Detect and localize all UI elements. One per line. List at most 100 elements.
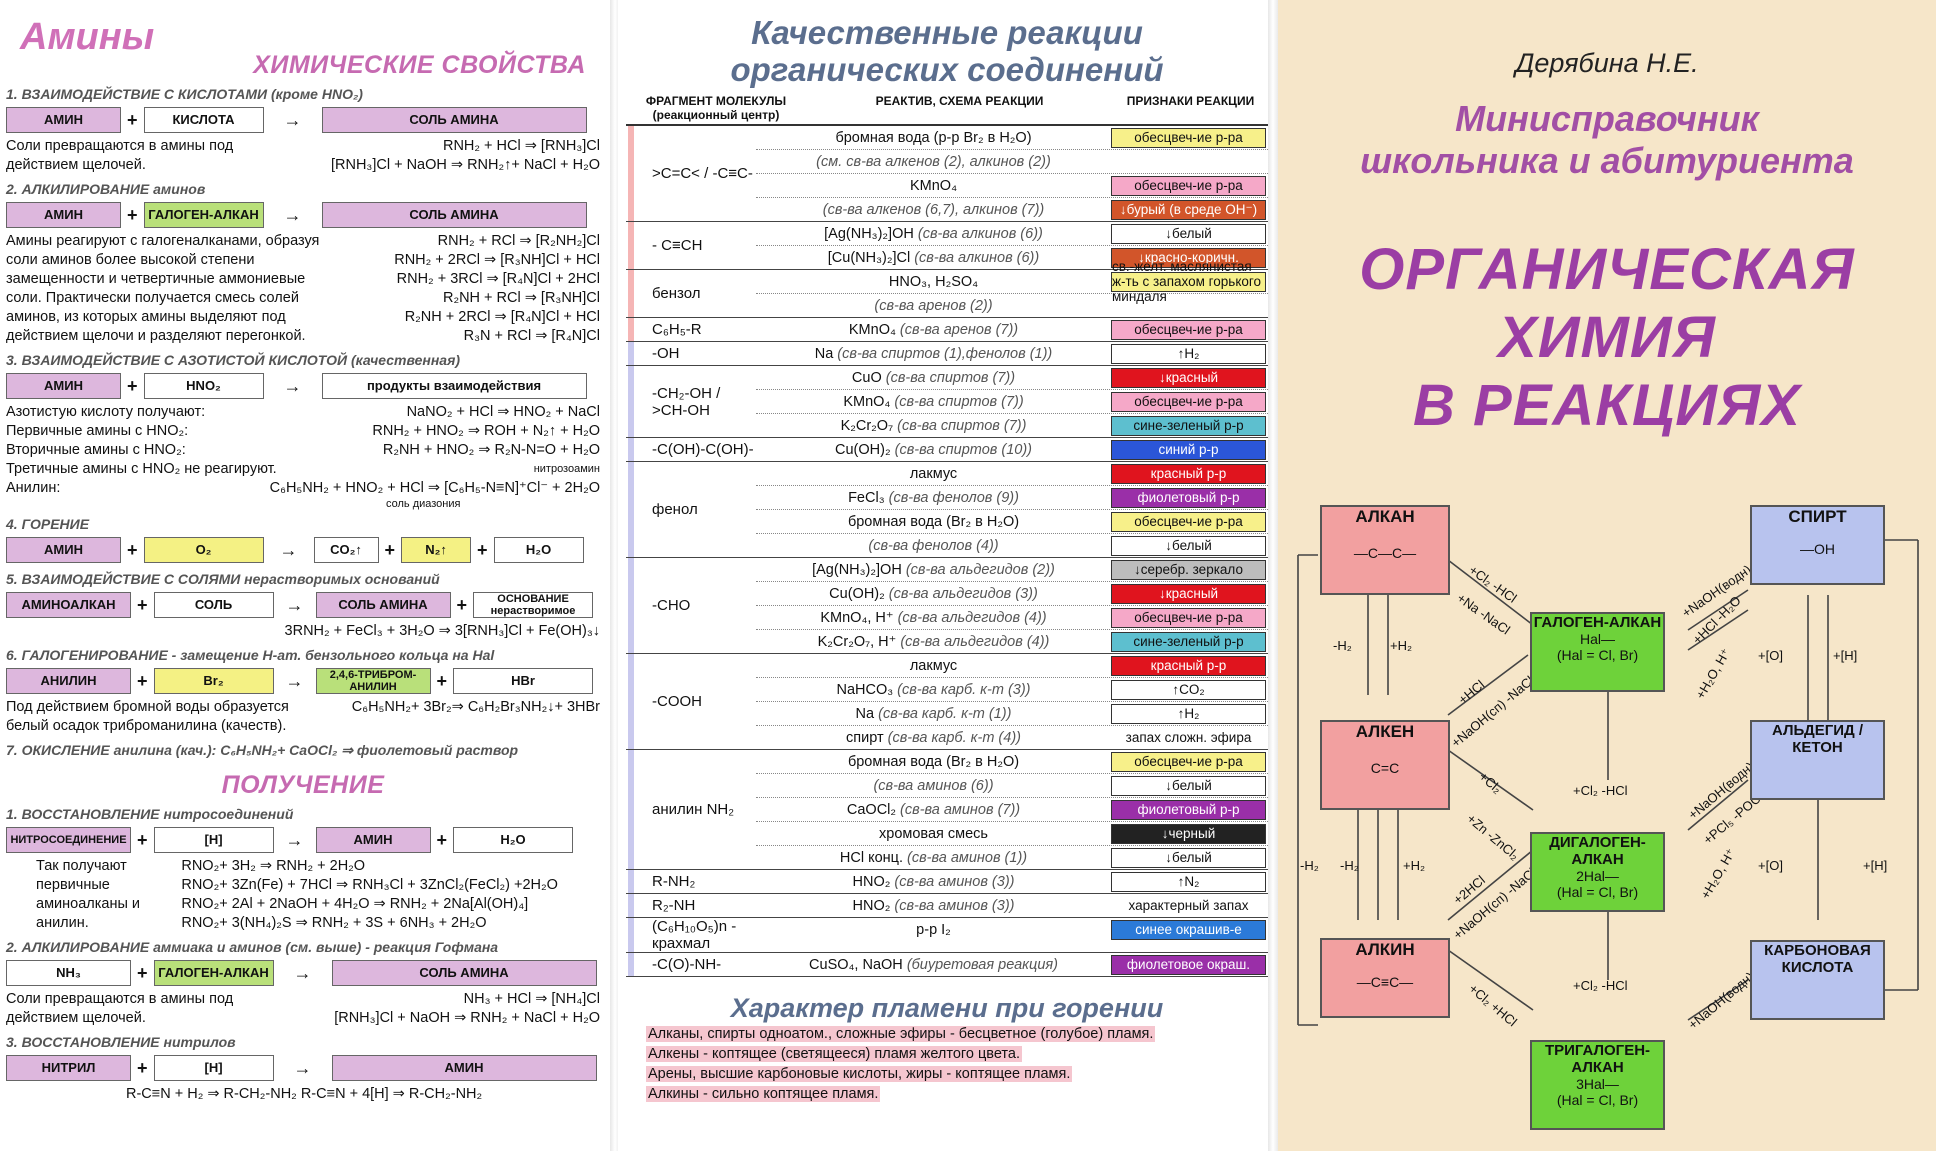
formula: RNO₂+ 3H₂ ⇒ RNH₂ + 2H₂O xyxy=(181,858,366,874)
sign-cell: ↑H₂ xyxy=(1111,703,1266,724)
sign-cell: фиолетовый р-р xyxy=(1111,799,1266,820)
page-title: Качественные реакции xyxy=(751,14,1143,51)
fragment-cell: R₂-NH xyxy=(652,897,696,914)
sign-cell xyxy=(1111,296,1266,316)
reaction-row: CuO (св-ва спиртов (7))↓красный xyxy=(756,366,1268,390)
reagent: лакмус xyxy=(909,465,958,482)
sign-cell: красный р-р xyxy=(1111,463,1266,484)
reagent: KMnO₄, H⁺ xyxy=(820,609,894,626)
reaction-row: бромная вода (р-р Br₂ в H₂O) обесцвеч-ие… xyxy=(756,126,1268,150)
group-color-bar xyxy=(628,750,634,869)
reagent-cell: бромная вода (Br₂ в H₂O) xyxy=(756,754,1111,770)
reagent-box: АМИН xyxy=(6,537,121,563)
reagent-cell: K₂Cr₂O₇ (св-ва спиртов (7)) xyxy=(756,418,1111,434)
arrow-line xyxy=(1687,609,1749,651)
description: Амины реагируют с галогеналканами, образ… xyxy=(6,233,320,344)
reaction-label: +H₂ xyxy=(1403,858,1425,873)
reaction-label: +[O] xyxy=(1758,648,1783,663)
reagent-cell: KMnO₄ (св-ва аренов (7)) xyxy=(756,322,1111,338)
reaction-row: Cu(OH)₂ (св-ва альдегидов (3))↓красный xyxy=(756,582,1268,606)
reagent-cell: спирт (св-ва карб. к-т (4)) xyxy=(756,730,1111,746)
formula: [RNH₃]Cl + NaOH ⇒ RNH₂↑+ NaCl + H₂O xyxy=(330,157,600,173)
series-title: Минисправочник школьника и абитуриента xyxy=(1278,98,1936,182)
series-title-line: школьника и абитуриента xyxy=(1360,140,1854,181)
fragment-cell: -C(O)-NH- xyxy=(652,956,722,973)
reaction-row: лакмус красный р-р xyxy=(756,462,1268,486)
reagent-cell: Cu(OH)₂ (св-ва спиртов (10)) xyxy=(756,442,1111,458)
reagent: CaOCl₂ xyxy=(846,801,897,818)
node-label: ДИГАЛОГЕН-АЛКАН xyxy=(1549,834,1646,868)
reaction-row: (см. св-ва алкенов (2), алкинов (2)) xyxy=(756,150,1268,174)
reaction-row: CaOCl₂ (св-ва аминов (7))фиолетовый р-р xyxy=(756,798,1268,822)
group-color-bar xyxy=(628,342,634,365)
reagent-cell: CuSO₄, NaOH (биуретовая реакция) xyxy=(756,957,1111,973)
formula: RNO₂+ 3(NH₄)₂S ⇒ RNH₂ + 3S + 6NH₃ + 2H₂O xyxy=(181,915,487,931)
reaction-row: [Cu(NH₃)₂]Cl (св-ва алкинов (6))↓красно-… xyxy=(756,246,1268,269)
scheme-row: АМИН + КИСЛОТА → СОЛЬ АМИНА xyxy=(6,105,600,135)
reference-note: (св-ва карб. к-т (1)) xyxy=(878,705,1012,722)
reactions-table: >C=C< / -C≡C-бромная вода (р-р Br₂ в H₂O… xyxy=(626,126,1268,977)
reagent-cell: HNO₂ (св-ва аминов (3)) xyxy=(756,874,1111,890)
reagent-cell: (см. св-ва алкенов (2), алкинов (2)) xyxy=(756,154,1111,170)
reagent-cell: HNO₃, H₂SO₄ xyxy=(756,274,1111,290)
page-fold xyxy=(610,0,620,1151)
node-formula: —C≡C— xyxy=(1356,974,1414,990)
formula: R₂NH + 2RCl ⇒ [R₄N]Cl + HCl xyxy=(404,309,600,325)
fragment-cell: -C(OH)-C(OH)- xyxy=(652,441,754,458)
node-label: АЛКАН xyxy=(1355,507,1415,526)
reagent-cell: K₂Cr₂O₇, H⁺ (св-ва альдегидов (4)) xyxy=(756,634,1111,650)
arrow-line xyxy=(1447,849,1534,921)
formula: RNO₂+ 2Al + 2NaOH + 4H₂O ⇒ RNH₂ + 2Na[Al… xyxy=(181,896,529,912)
section-heading: 3. ВЗАИМОДЕЙСТВИЕ С АЗОТИСТОЙ КИСЛОТОЙ (… xyxy=(6,352,460,368)
group-color-bar xyxy=(628,918,634,952)
sign-cell: ↓белый xyxy=(1111,847,1266,868)
sign-cell: св.-желт. маслянистая ж-ть с запахом гор… xyxy=(1111,259,1266,304)
table-header: ФРАГМЕНТ МОЛЕКУЛЫ (реакционный центр) РЕ… xyxy=(626,94,1268,126)
arrow-line xyxy=(1447,654,1529,716)
reagent-cell: HCl конц. (св-ва аминов (1)) xyxy=(756,850,1111,866)
formula: [RNH₃]Cl + NaOH ⇒ RNH₂ + NaCl + H₂O xyxy=(334,1010,600,1026)
reagent-cell: CuO (св-ва спиртов (7)) xyxy=(756,370,1111,386)
reagent: NaHCO₃ xyxy=(836,681,894,698)
sign-cell: ↓красно-коричн. xyxy=(1111,247,1266,268)
product-box: АМИН xyxy=(331,1055,597,1081)
reference-note: (св-ва фенолов (9)) xyxy=(888,489,1019,506)
node-haloalkane: ГАЛОГЕН-АЛКАН Hal— (Hal = Cl, Br) xyxy=(1530,612,1665,692)
group-color-bar xyxy=(628,953,634,976)
node-note: (Hal = Cl, Br) xyxy=(1556,1092,1639,1108)
formula: C₆H₅NH₂ + HNO₂ + HCl ⇒ [C₆H₅-N≡N]⁺Cl⁻ + … xyxy=(269,480,600,496)
reagent-cell: [Cu(NH₃)₂]Cl (св-ва алкинов (6)) xyxy=(756,250,1111,266)
reaction-row: (св-ва алкенов (6,7), алкинов (7))↓бурый… xyxy=(756,198,1268,221)
sign-cell: обесцвеч-ие р-ра xyxy=(1111,751,1266,772)
fragment-cell: -OH xyxy=(652,345,680,362)
formula: R₂NH + RCl ⇒ [R₃NH]Cl xyxy=(442,290,600,306)
reagent: хромовая смесь xyxy=(879,825,988,842)
reaction-label: +Zn -ZnCl₂ xyxy=(1464,811,1522,863)
reaction-group: -C(O)-NH- CuSO₄, NaOH (биуретовая реакция… xyxy=(626,953,1268,977)
reagent: [Ag(NH₃)₂]OH xyxy=(824,225,914,242)
reagent-cell: хромовая смесь xyxy=(756,826,1111,842)
reference-note: (св-ва аренов (2)) xyxy=(874,297,993,314)
reagent: CuSO₄, NaOH xyxy=(809,956,903,973)
reference-note: (св-ва аминов (3)) xyxy=(894,897,1015,914)
node-label: СПИРТ xyxy=(1788,507,1847,526)
product-box: СОЛЬ АМИНА xyxy=(321,202,587,228)
reagent: лакмус xyxy=(909,657,958,674)
sign-cell: сине-зеленый р-р xyxy=(1111,415,1266,436)
reference-note: (св-ва алкинов (6)) xyxy=(917,225,1043,242)
description: Так получают первичные аминоалканы и ани… xyxy=(36,858,141,931)
reaction-row: KMnO₄, H⁺ (св-ва альдегидов (4))обесцвеч… xyxy=(756,606,1268,630)
sign-cell: обесцвеч-ие р-ра xyxy=(1111,607,1266,628)
formula: RNH₂ + 3RCl ⇒ [R₄N]Cl + 2HCl xyxy=(396,271,600,287)
scheme-row: АМИНОАЛКАН + СОЛЬ → СОЛЬ АМИНА + ОСНОВАН… xyxy=(6,590,600,620)
reagent: KMnO₄ xyxy=(843,393,891,410)
flame-list: Алканы, спирты одноатом., сложные эфиры … xyxy=(626,1024,1268,1104)
fragment-cell: (C₆H₁₀O₅)n - крахмал xyxy=(652,918,737,952)
group-color-bar xyxy=(628,366,634,437)
section-heading: 2. АЛКИЛИРОВАНИЕ аминов xyxy=(6,181,206,197)
arrow-line xyxy=(1447,559,1534,626)
section-title-chem-props: ХИМИЧЕСКИЕ СВОЙСТВА xyxy=(253,51,586,79)
